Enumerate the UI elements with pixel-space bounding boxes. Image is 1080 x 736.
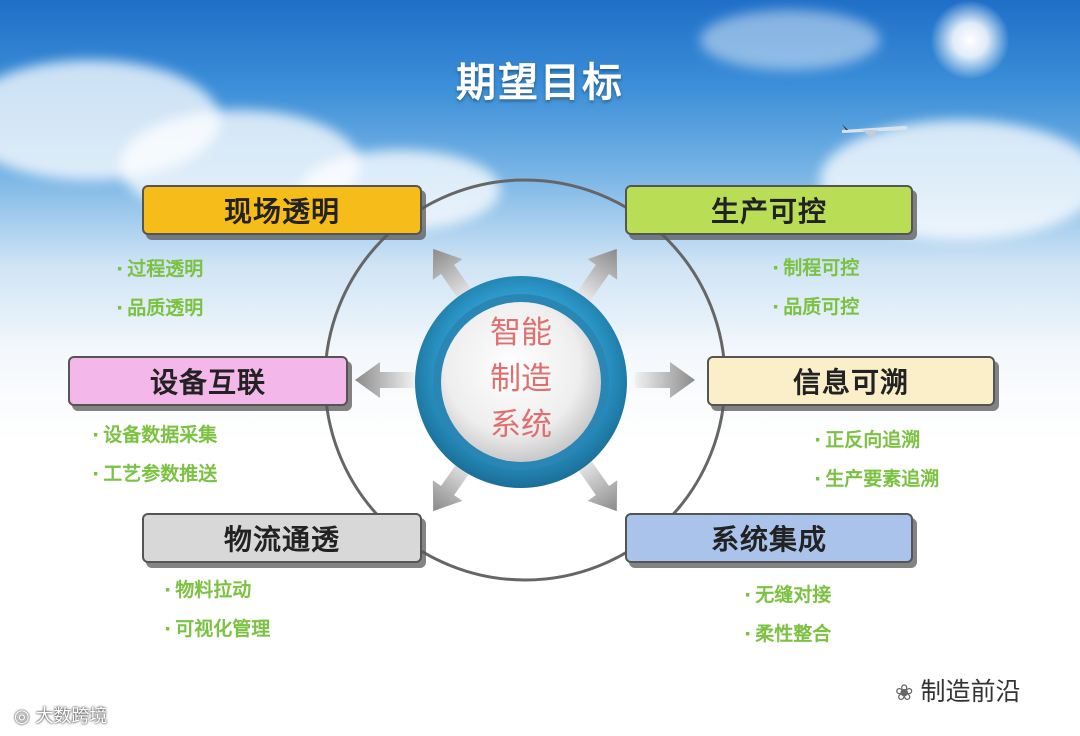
goal-box-device-interconnect: 设备互联 xyxy=(68,356,348,406)
goal-box-info-traceability: 信息可溯 xyxy=(707,356,995,406)
weibo-icon: ◎ xyxy=(14,706,35,727)
goal-label: 信息可溯 xyxy=(793,361,909,401)
goal-bullets-system-integration: 无缝对接 柔性整合 xyxy=(744,576,831,654)
goal-box-logistics: 物流通透 xyxy=(142,513,422,563)
watermark-right: ❀ 制造前沿 xyxy=(895,672,1020,708)
watermark-left: ◎ 大数跨境 xyxy=(14,702,107,728)
bullet-item: 品质透明 xyxy=(116,289,203,328)
goal-bullets-site-transparency: 过程透明 品质透明 xyxy=(116,250,203,328)
bullet-item: 品质可控 xyxy=(772,288,859,327)
bullet-item: 正反向追溯 xyxy=(814,421,939,460)
watermark-right-text: 制造前沿 xyxy=(920,677,1020,706)
goal-label: 生产可控 xyxy=(711,190,827,230)
bullet-item: 物料拉动 xyxy=(164,571,270,610)
goal-bullets-info-traceability: 正反向追溯 生产要素追溯 xyxy=(814,421,939,499)
watermark-left-text: 大数跨境 xyxy=(35,706,107,727)
bullet-item: 过程透明 xyxy=(116,250,203,289)
arrow-left xyxy=(355,362,415,398)
center-line-3: 系统 xyxy=(476,402,566,448)
center-line-1: 智能 xyxy=(476,310,566,356)
goal-label: 系统集成 xyxy=(711,518,827,558)
bullet-item: 制程可控 xyxy=(772,249,859,288)
bullet-item: 设备数据采集 xyxy=(92,416,217,455)
bullet-item: 生产要素追溯 xyxy=(814,460,939,499)
center-label: 智能 制造 系统 xyxy=(476,310,566,448)
arrow-right xyxy=(635,362,695,398)
bullet-item: 柔性整合 xyxy=(744,615,831,654)
bullet-item: 可视化管理 xyxy=(164,610,270,649)
goal-label: 现场透明 xyxy=(224,190,340,230)
bullet-item: 无缝对接 xyxy=(744,576,831,615)
goal-box-system-integration: 系统集成 xyxy=(625,513,913,563)
center-line-2: 制造 xyxy=(476,356,566,402)
goal-bullets-logistics: 物料拉动 可视化管理 xyxy=(164,571,270,649)
airplane-icon xyxy=(842,124,908,138)
goal-box-site-transparency: 现场透明 xyxy=(142,185,422,235)
goal-box-production-control: 生产可控 xyxy=(625,185,913,235)
goal-bullets-production-control: 制程可控 品质可控 xyxy=(772,249,859,327)
wechat-icon: ❀ xyxy=(895,681,920,706)
goal-bullets-device-interconnect: 设备数据采集 工艺参数推送 xyxy=(92,416,217,494)
bullet-item: 工艺参数推送 xyxy=(92,455,217,494)
goal-label: 设备互联 xyxy=(150,361,266,401)
goal-label: 物流通透 xyxy=(224,518,340,558)
